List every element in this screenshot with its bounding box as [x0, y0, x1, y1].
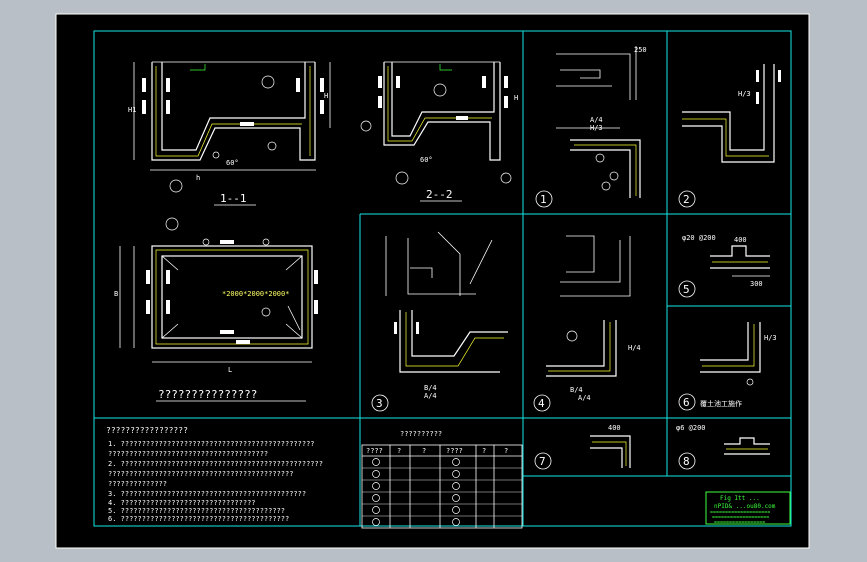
dim-h: h	[196, 174, 200, 182]
title-block: Fig Itt ... nPID& ...ou80.com ==========…	[705, 491, 791, 526]
detail-2: H/3 2	[678, 64, 781, 208]
d3-a4: A/4	[424, 392, 437, 400]
d1-h3: H/3	[590, 124, 603, 132]
detail-5: φ20 @200 400 300 5	[678, 234, 770, 298]
detail-6-marker	[678, 393, 696, 411]
note-line-3: 2. ?????????????????????????????????????…	[108, 460, 323, 468]
drawing-frame	[93, 30, 792, 527]
note-line-8: 5. ?????????????????????????????????????…	[108, 507, 285, 515]
detail-8-marker	[678, 452, 696, 470]
d1-a4: A/4	[590, 116, 603, 124]
svg-text:8: 8	[683, 455, 690, 468]
table-header-2: ?	[397, 447, 401, 455]
d4-a4: A/4	[578, 394, 591, 402]
detail-7-marker	[534, 452, 552, 470]
note-line-5: ??????????????	[108, 480, 167, 488]
d6-h3: H/3	[764, 334, 777, 342]
detail-6-note: 覆土池工施作	[700, 399, 742, 408]
plan-view: *2000*2000*2000* B L ???????????????	[114, 217, 318, 402]
table-row-markers	[372, 458, 460, 526]
note-line-6: 3. ?????????????????????????????????????…	[108, 490, 306, 498]
plan-title: ???????????????	[158, 388, 257, 401]
detail-1: A/4 H/3 250 1	[535, 46, 647, 208]
d8-d6: φ6 @200	[676, 424, 706, 432]
d5-400: 400	[734, 236, 747, 244]
svg-text:3: 3	[376, 397, 383, 410]
detail-1-marker	[535, 190, 553, 208]
note-line-2: ??????????????????????????????????????	[108, 450, 268, 458]
detail-7: 400 7	[534, 424, 631, 470]
svg-text:7: 7	[539, 455, 546, 468]
table-header-1: ????	[366, 447, 383, 455]
dim-L: L	[228, 366, 232, 374]
detail-3-marker	[371, 394, 389, 412]
notes-title: ?????????????????	[106, 426, 188, 435]
notes-block: ????????????????? 1. ???????????????????…	[106, 426, 323, 523]
svg-text:6: 6	[683, 396, 690, 409]
title-line-4: ===================	[712, 515, 769, 521]
note-line-9: 6. ?????????????????????????????????????…	[108, 515, 289, 523]
detail-3: B/4 A/4 3	[371, 231, 508, 412]
detail-4: H/4 B/4 A/4 4	[533, 235, 641, 412]
detail-5-marker	[678, 280, 696, 298]
table-header-5: ?	[482, 447, 486, 455]
d5-d20: φ20 @200	[682, 234, 716, 242]
svg-text:1: 1	[540, 193, 547, 206]
sheet-border	[55, 13, 810, 549]
table-header-4: ????	[446, 447, 463, 455]
d4-b4: B/4	[570, 386, 583, 394]
note-line-4: ????????????????????????????????????????…	[108, 470, 293, 478]
note-line-1: 1. ?????????????????????????????????????…	[108, 440, 315, 448]
table-header-6: ?	[504, 447, 508, 455]
d4-h4: H/4	[628, 344, 641, 352]
d3-b4: B/4	[424, 384, 437, 392]
section-1-1-label: 1--1	[220, 192, 247, 205]
svg-text:2: 2	[683, 193, 690, 206]
angle-60: 60°	[226, 159, 239, 167]
detail-8: φ6 @200 8	[676, 424, 770, 470]
detail-6: H/3 6 覆土池工施作	[678, 322, 777, 411]
table-header-3: ?	[422, 447, 426, 455]
dim-B: B	[114, 290, 118, 298]
d1-250: 250	[634, 46, 647, 54]
angle-60-2: 60°	[420, 156, 433, 164]
title-line-2: nPID& ...ou80.com	[714, 503, 776, 510]
title-line-3: ====================	[710, 510, 770, 516]
dim-H-2: H	[514, 94, 518, 102]
dim-H: H	[324, 92, 328, 100]
material-table: ?????????? ???? ? ? ???? ? ?	[361, 430, 523, 529]
title-line-1: Fig Itt ...	[720, 495, 760, 502]
table-title: ??????????	[400, 430, 442, 438]
dim-H1: H1	[128, 106, 136, 114]
section-1-1: H1 H 60° h 1--1	[128, 61, 331, 206]
note-line-7: 4. ????????????????????????????????	[108, 499, 256, 507]
plan-note: *2000*2000*2000*	[222, 290, 289, 298]
svg-text:5: 5	[683, 283, 690, 296]
title-line-5: =================	[714, 520, 765, 526]
d2-h3: H/3	[738, 90, 751, 98]
d7-400: 400	[608, 424, 621, 432]
d5-300: 300	[750, 280, 763, 288]
detail-2-marker	[678, 190, 696, 208]
svg-text:4: 4	[538, 397, 545, 410]
detail-4-marker	[533, 394, 551, 412]
section-2-2: H 60° 2--2	[360, 61, 518, 202]
frame-grid	[94, 31, 791, 526]
section-2-2-label: 2--2	[426, 188, 453, 201]
